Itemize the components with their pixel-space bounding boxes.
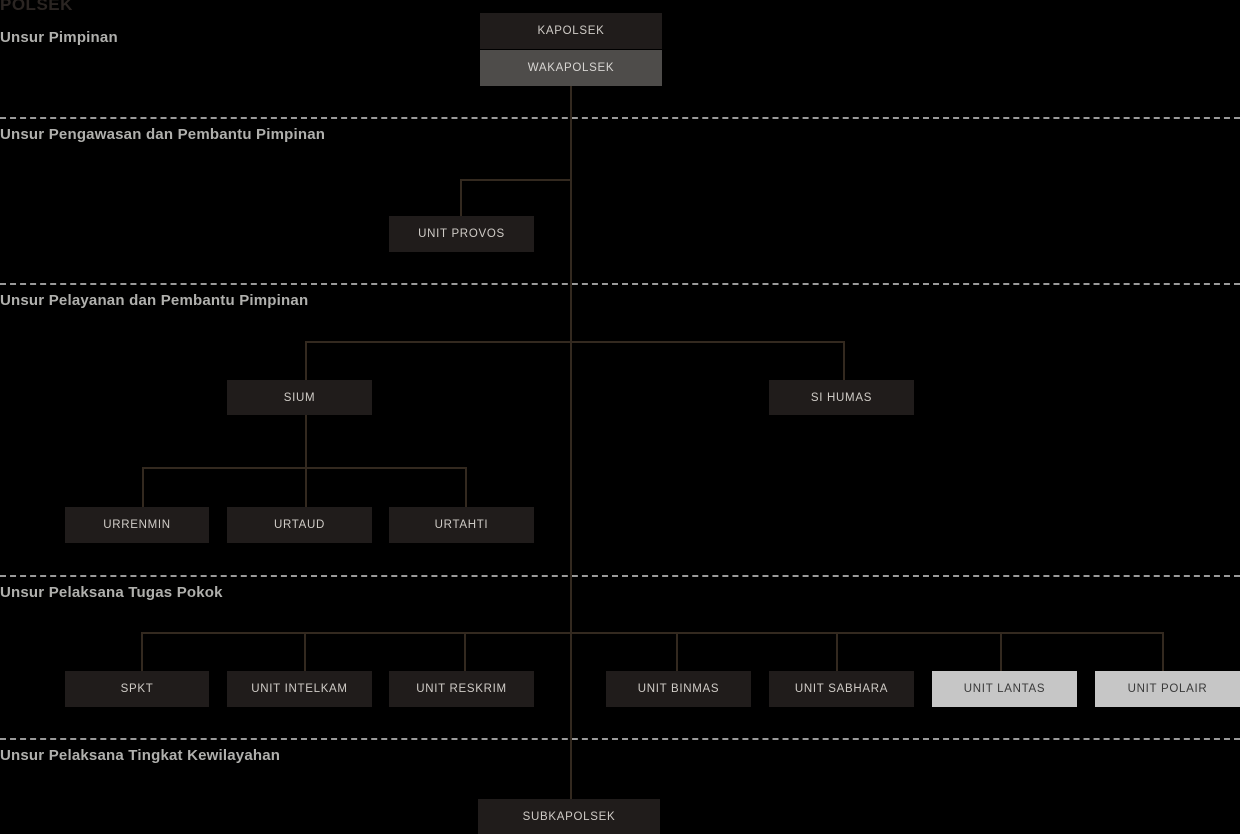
section-label-unsur-pelaksana-kewilayahan: Unsur Pelaksana Tingkat Kewilayahan	[0, 747, 281, 764]
connector-urtaud-drop	[305, 467, 307, 507]
node-wakapolsek[interactable]: WAKAPOLSEK	[480, 50, 662, 86]
connector-main-trunk	[570, 86, 572, 800]
section-divider-1	[0, 117, 1240, 119]
section-divider-2	[0, 283, 1240, 285]
connector-provos-drop	[460, 179, 462, 217]
node-kapolsek[interactable]: KAPOLSEK	[480, 13, 662, 49]
node-urrenmin[interactable]: URRENMIN	[65, 507, 209, 543]
node-unit-lantas[interactable]: UNIT LANTAS	[932, 671, 1077, 707]
connector-sium-drop	[305, 341, 307, 380]
section-label-unsur-pelaksana-tugas: Unsur Pelaksana Tugas Pokok	[0, 584, 223, 601]
connector-unit-reskrim-drop	[464, 632, 466, 671]
section-label-unsur-pimpinan: Unsur Pimpinan	[0, 29, 118, 46]
connector-unit-lantas-drop	[1000, 632, 1002, 671]
connector-unit-binmas-drop	[676, 632, 678, 671]
connector-pelayanan-bar	[305, 341, 845, 343]
connector-ur-bar	[142, 467, 467, 469]
node-sium[interactable]: SIUM	[227, 380, 372, 415]
connector-sium-stem	[305, 415, 307, 467]
node-si-humas[interactable]: SI HUMAS	[769, 380, 914, 415]
section-label-unsur-pelayanan: Unsur Pelayanan dan Pembantu Pimpinan	[0, 292, 309, 309]
node-unit-binmas[interactable]: UNIT BINMAS	[606, 671, 751, 707]
node-unit-reskrim[interactable]: UNIT RESKRIM	[389, 671, 534, 707]
section-divider-4	[0, 738, 1240, 740]
connector-urrenmin-drop	[142, 467, 144, 507]
connector-unit-polair-drop	[1162, 632, 1164, 671]
node-unit-sabhara[interactable]: UNIT SABHARA	[769, 671, 914, 707]
connector-urtahti-drop	[465, 467, 467, 507]
connector-si-humas-drop	[843, 341, 845, 380]
section-label-unsur-pengawasan: Unsur Pengawasan dan Pembantu Pimpinan	[0, 126, 326, 143]
node-subkapolsek[interactable]: SUBKAPOLSEK	[478, 799, 660, 834]
connector-unit-sabhara-drop	[836, 632, 838, 671]
node-unit-polair[interactable]: UNIT POLAIR	[1095, 671, 1240, 707]
section-divider-3	[0, 575, 1240, 577]
page-title: POLSEK	[0, 0, 73, 14]
connector-provos-horizontal	[460, 179, 572, 181]
node-unit-intelkam[interactable]: UNIT INTELKAM	[227, 671, 372, 707]
node-urtahti[interactable]: URTAHTI	[389, 507, 534, 543]
node-unit-provos[interactable]: UNIT PROVOS	[389, 216, 534, 252]
connector-pelaksana-bar	[141, 632, 1164, 634]
connector-unit-intelkam-drop	[304, 632, 306, 671]
node-urtaud[interactable]: URTAUD	[227, 507, 372, 543]
node-spkt[interactable]: SPKT	[65, 671, 209, 707]
connector-spkt-drop	[141, 632, 143, 671]
